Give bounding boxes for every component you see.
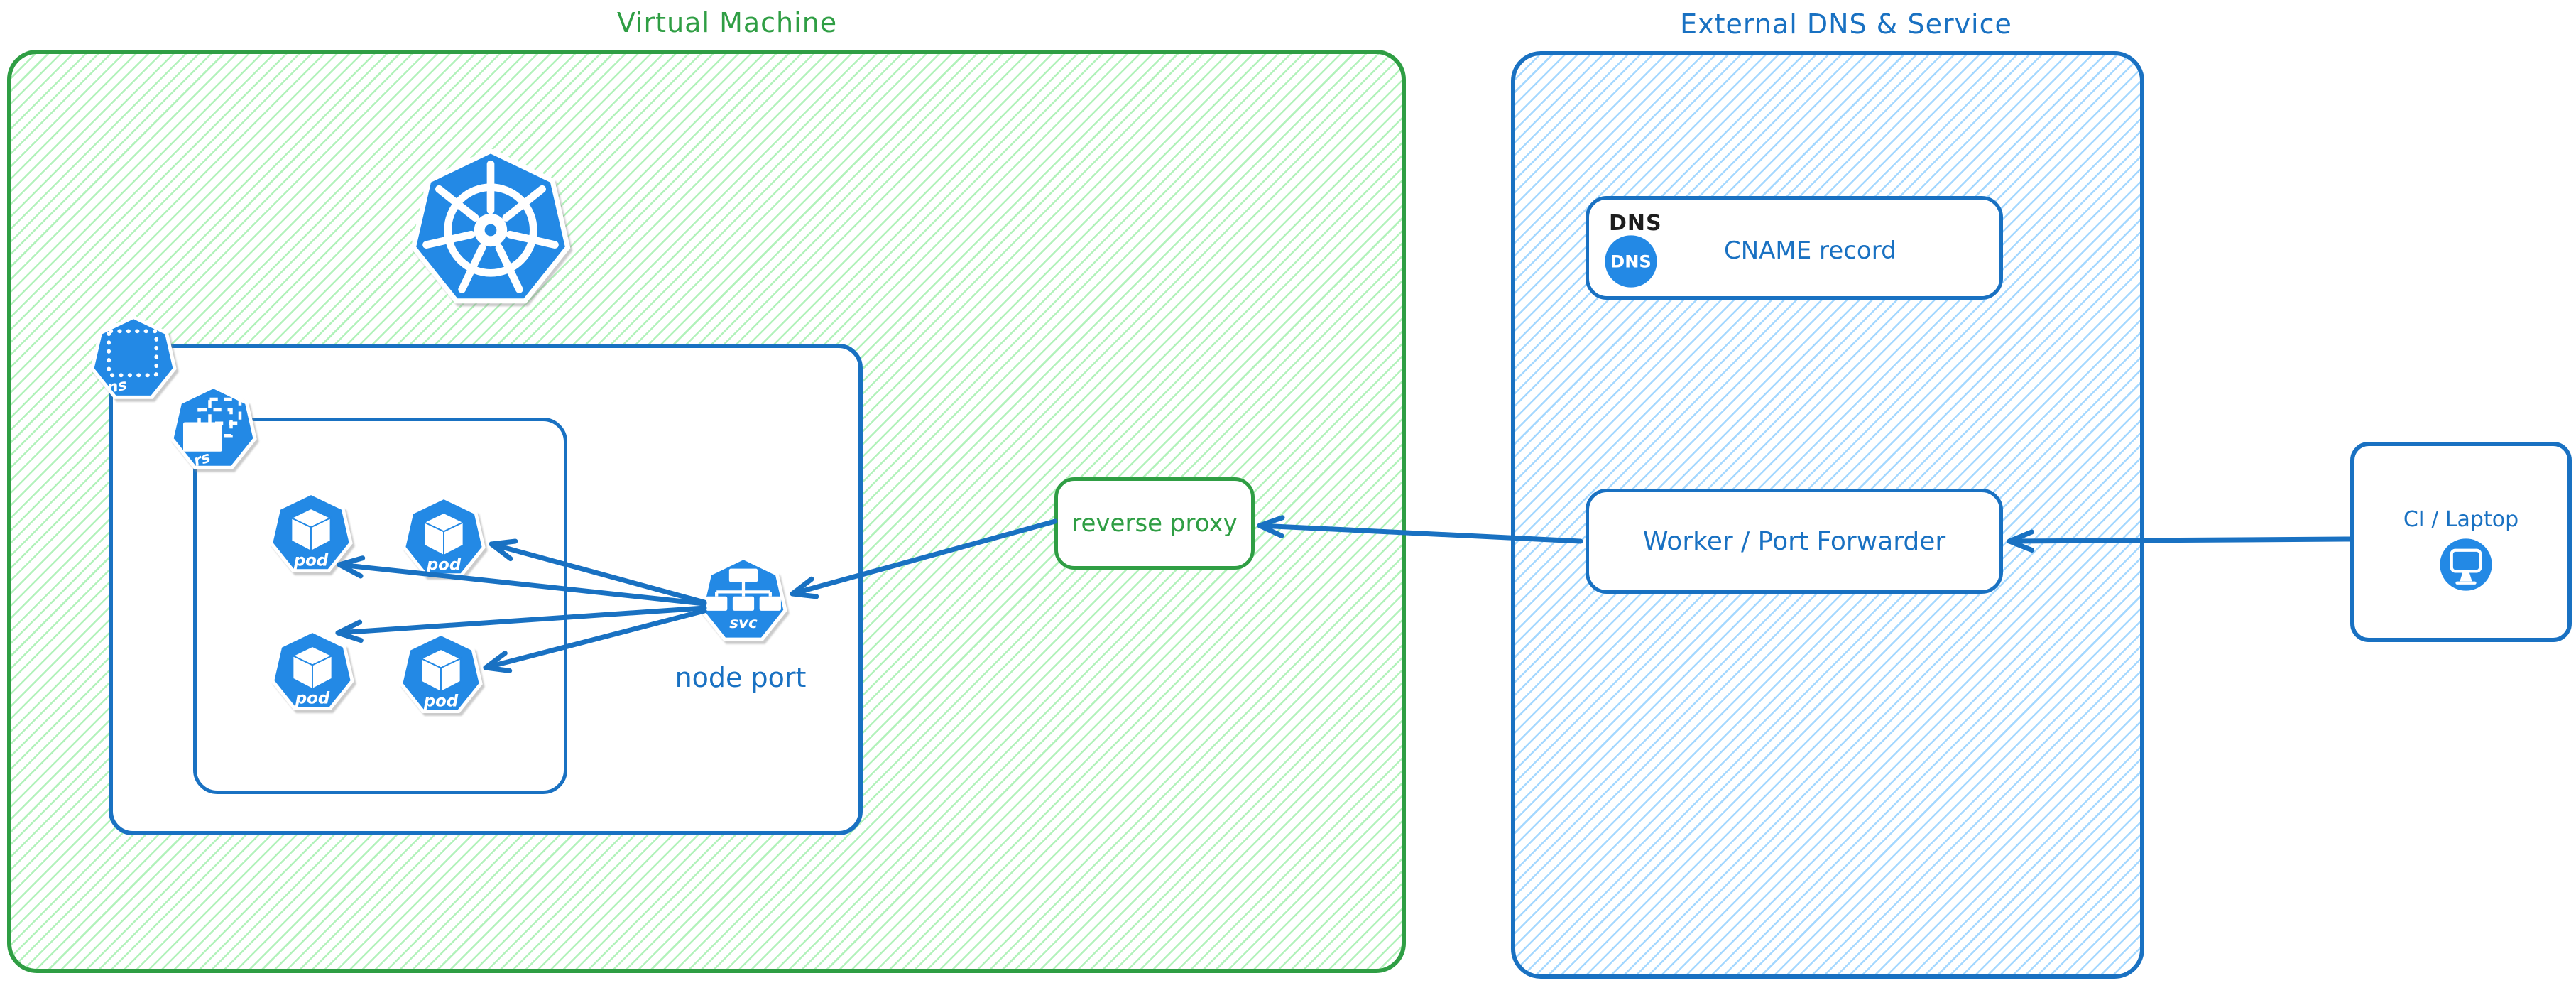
pod-icon-4: pod: [398, 632, 484, 717]
ci-laptop-label: CI / Laptop: [2403, 507, 2519, 532]
node-port-caption: node port: [675, 662, 807, 693]
svg-text:pod: pod: [426, 555, 462, 574]
svg-text:pod: pod: [295, 689, 330, 707]
kubernetes-logo-icon: [408, 148, 573, 313]
dns-card: DNS DNS CNAME record: [1586, 196, 2003, 300]
svg-text:DNS: DNS: [1610, 252, 1652, 272]
external-section-title: External DNS & Service: [1680, 9, 2012, 40]
pod-icon-3: pod: [270, 629, 355, 715]
svg-text:pod: pod: [293, 551, 329, 570]
dns-badge-icon: DNS: [1605, 235, 1657, 288]
replicaset-icon: rs: [169, 385, 258, 470]
reverse-proxy-box: reverse proxy: [1071, 509, 1238, 538]
dns-tag-label: DNS: [1609, 211, 1662, 236]
svg-text:svc: svc: [729, 614, 758, 632]
monitor-icon: [2440, 538, 2492, 591]
service-icon: svc: [699, 556, 788, 646]
worker-port-forwarder-box: Worker / Port Forwarder: [1642, 526, 1946, 556]
pod-icon-1: pod: [268, 492, 354, 577]
pod-icon-2: pod: [401, 496, 486, 581]
svg-text:pod: pod: [423, 692, 459, 710]
vm-section-title: Virtual Machine: [616, 7, 838, 38]
namespace-icon: ns: [89, 315, 178, 403]
ci-laptop-box: CI / Laptop: [2350, 442, 2572, 642]
svg-text:ns: ns: [106, 376, 128, 396]
replicaset-box: [193, 418, 567, 794]
cname-record-label: CNAME record: [1724, 237, 1896, 265]
